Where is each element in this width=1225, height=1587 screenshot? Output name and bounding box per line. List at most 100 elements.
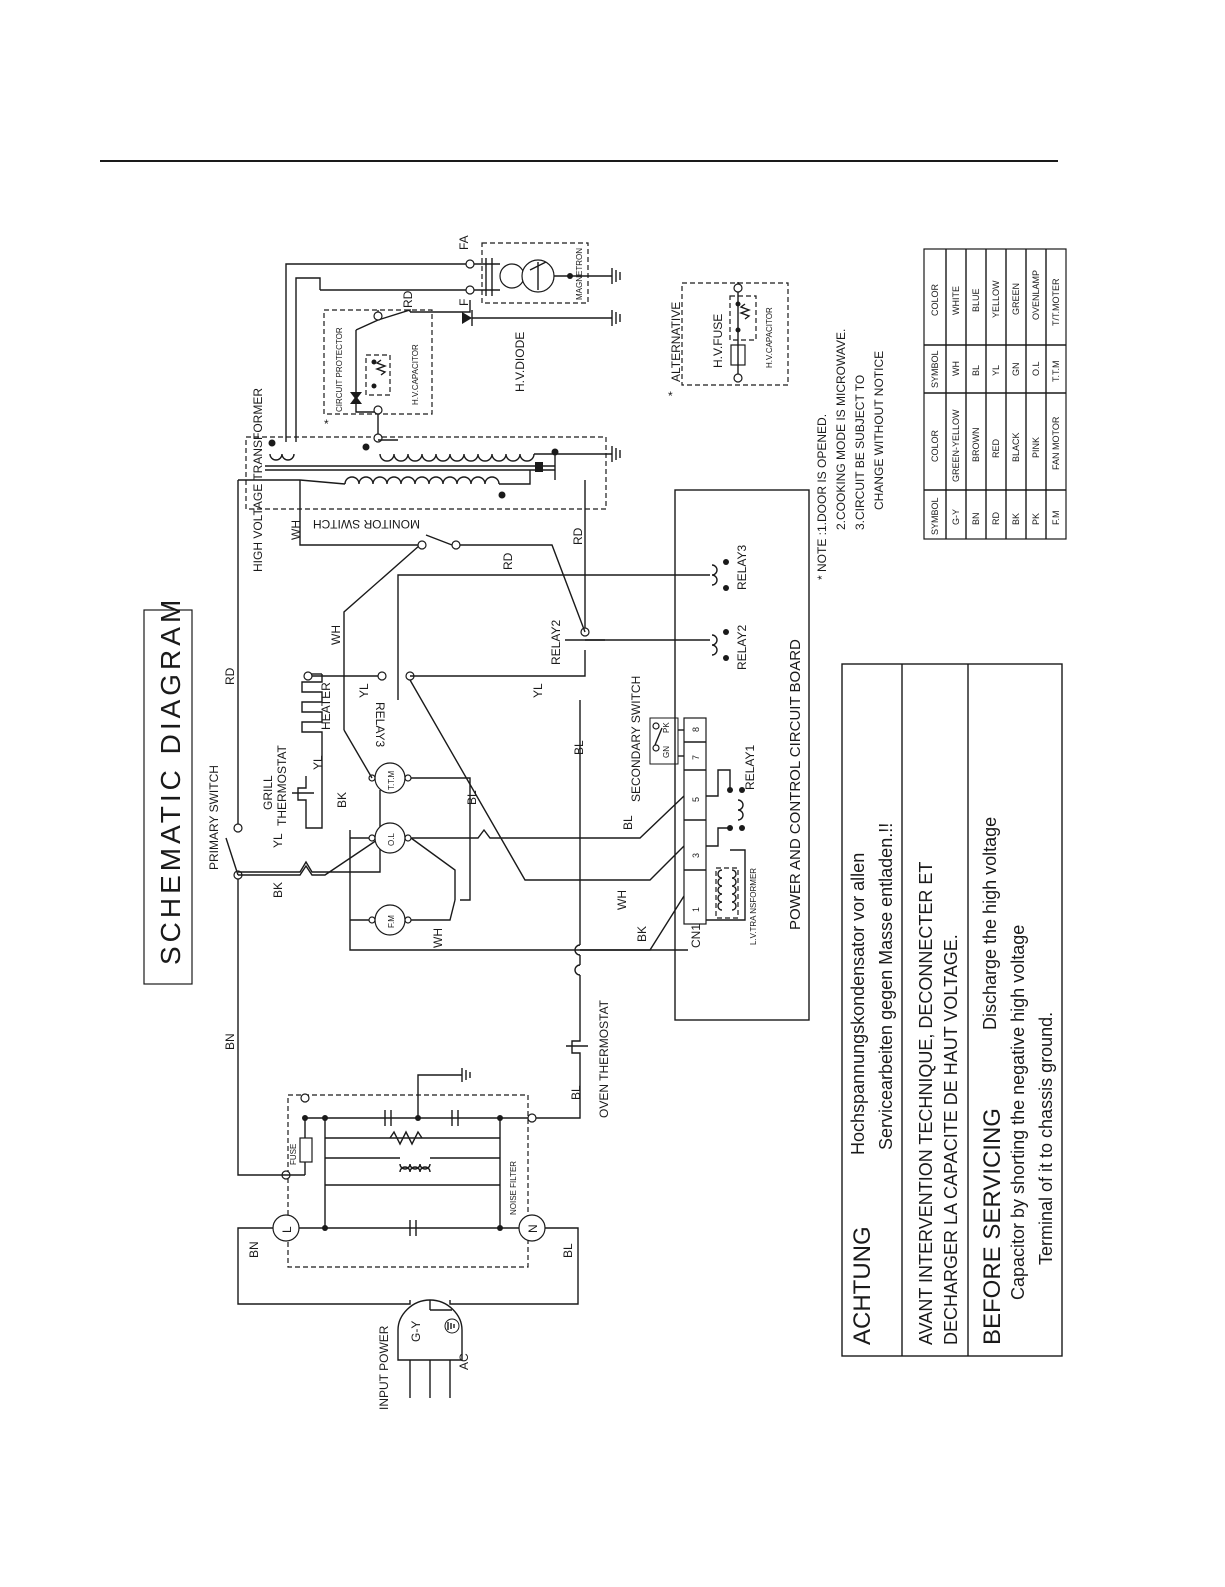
table-cell: GN [1011, 363, 1021, 377]
pin-3-label: 3 [691, 853, 701, 858]
hv-transformer-box [245, 436, 607, 510]
table-cell: BROWN [971, 428, 981, 463]
control-board-box [674, 489, 810, 1021]
diagram-title: SCHEMATIC DIAGRAM [155, 596, 186, 965]
oven-thermostat-label: OVEN THERMOSTAT [597, 999, 611, 1118]
pin-5-label: 5 [691, 797, 701, 802]
note-line-3: 3.CIRCUIT BE SUBJECT TO [853, 375, 867, 530]
before-servicing-heading: BEFORE SERVICING [979, 1108, 1006, 1345]
hv-transformer-label: HIGH VOLTAGE TRANSFORMER [251, 388, 265, 572]
relay3-coil-icon [711, 559, 729, 591]
bn-left-label: BN [247, 1241, 261, 1258]
warning-box [841, 663, 1063, 1357]
fa-label: FA [457, 235, 471, 250]
cn1-label: CN1 [689, 924, 703, 948]
table-cell: BK [1011, 513, 1021, 525]
table-cell: FAN MOTOR [1051, 416, 1061, 470]
fuse-label: FUSE [289, 1144, 298, 1165]
yl-r2-label: YL [531, 683, 545, 698]
ttm-label: T.T.M [387, 771, 396, 790]
table-cell: F.M [1051, 511, 1061, 526]
neutral-terminal-label: N [526, 1224, 540, 1233]
achtung-line-2: Servicearbeiten gegen Masse entladen.!! [876, 823, 896, 1150]
f-label: F [457, 299, 471, 306]
relay1-label: RELAY1 [743, 745, 757, 790]
chassis-ground-icon [461, 1068, 471, 1082]
table-cell: PK [1031, 513, 1041, 525]
table-header-symbol-2: SYMBOL [930, 350, 940, 388]
table-cell: G-Y [951, 509, 961, 525]
lv-transformer-label: L.V.TRA NSFORMER [749, 868, 758, 945]
noise-filter-label: NOISE FILTER [509, 1161, 518, 1215]
table-cell: OVENLAMP [1031, 270, 1041, 320]
magnetron-label: MAGNETRON [575, 248, 584, 300]
achtung-line-1: Hochspannungskondensator vor allen [848, 853, 868, 1155]
pin-7-label: 7 [691, 755, 701, 760]
thermostat-label: THERMOSTAT [275, 744, 289, 826]
table-cell: RD [991, 512, 1001, 525]
achtung-heading: ACHTUNG [849, 1226, 876, 1345]
bn-top-label: BN [223, 1033, 237, 1050]
control-board-label: POWER AND CONTROL CIRCUIT BOARD [787, 639, 804, 930]
pin-8-label: 8 [691, 727, 701, 732]
bl-oven-label: BL [569, 1085, 583, 1100]
table-cell: YL [991, 365, 1001, 376]
before-line-3: Terminal of it to chassis ground. [1036, 1012, 1056, 1265]
table-cell: WHITE [951, 286, 961, 315]
alt-star-label: * [668, 389, 673, 403]
wh-1-label: WH [329, 625, 343, 645]
note-line-1: * NOTE :1.DOOR IS OPENED. [815, 414, 829, 580]
gy-label: G-Y [409, 1321, 423, 1342]
relay3-label: RELAY3 [735, 545, 749, 590]
bk-2-label: BK [335, 792, 349, 808]
ol-label: O.L [387, 833, 396, 846]
hv-diode-label: H.V.DIODE [513, 332, 527, 392]
note-line-4: CHANGE WITHOUT NOTICE [872, 351, 886, 510]
grill-thermostat-icon [292, 776, 314, 810]
heater-icon [301, 674, 323, 740]
alt-hv-capacitor-label: H.V.CAPACITOR [765, 307, 774, 368]
noise-filter-box [287, 1094, 529, 1268]
rd-mid-label: RD [501, 552, 515, 570]
yl-g1-label: YL [271, 833, 285, 848]
hv-fuse-label: H.V.FUSE [711, 314, 725, 368]
table-cell: RED [991, 438, 1001, 458]
wh-mon-label: WH [289, 520, 303, 540]
wh-fm-label: WH [431, 928, 445, 948]
table-cell: T.T.M [1051, 361, 1061, 383]
monitor-switch-label: MONITOR SWITCH [313, 517, 420, 531]
line-terminal-label: L [280, 1226, 294, 1233]
ac-label: AC [457, 1353, 471, 1370]
hv-ground-icon [611, 446, 621, 462]
input-power-label: INPUT POWER [377, 1325, 391, 1410]
lv-transformer-box [715, 867, 739, 919]
note-line-2: 2.COOKING MODE IS MICROWAVE. [834, 329, 848, 530]
heater-label: HEATER [319, 682, 333, 730]
header-rule [100, 160, 1058, 162]
primary-switch-label: PRIMARY SWITCH [207, 765, 221, 870]
table-cell: BL [971, 365, 981, 376]
plug-icon [397, 1299, 463, 1398]
table-cell: GREEN [1011, 283, 1021, 315]
magnetron-box [481, 242, 589, 304]
monitor-switch-blade [425, 534, 453, 546]
pk-label: PK [662, 722, 671, 733]
yl-g2-label: YL [311, 755, 325, 770]
bk-cn-label: BK [635, 926, 649, 942]
grill-label: GRILL [261, 775, 275, 810]
table-header-symbol-1: SYMBOL [930, 497, 940, 535]
wh-cn-label: WH [615, 890, 629, 910]
table-cell: WH [951, 361, 961, 376]
magnetron-ground-icon [611, 268, 621, 284]
magnetron-filament [499, 263, 525, 289]
cn1-connector [683, 717, 707, 925]
color-table [923, 248, 1067, 540]
circuit-protector-label: CIRCUIT PROTECTOR [335, 327, 344, 412]
relay2-top-label: RELAY2 [549, 620, 563, 665]
bl-mid-label: BL [572, 740, 586, 755]
hv-capacitor-label: H.V.CAPACITOR [411, 344, 420, 405]
hv-primary-coil [344, 476, 500, 485]
relay2-label: RELAY2 [735, 625, 749, 670]
table-header-color-2: COLOR [930, 283, 940, 316]
